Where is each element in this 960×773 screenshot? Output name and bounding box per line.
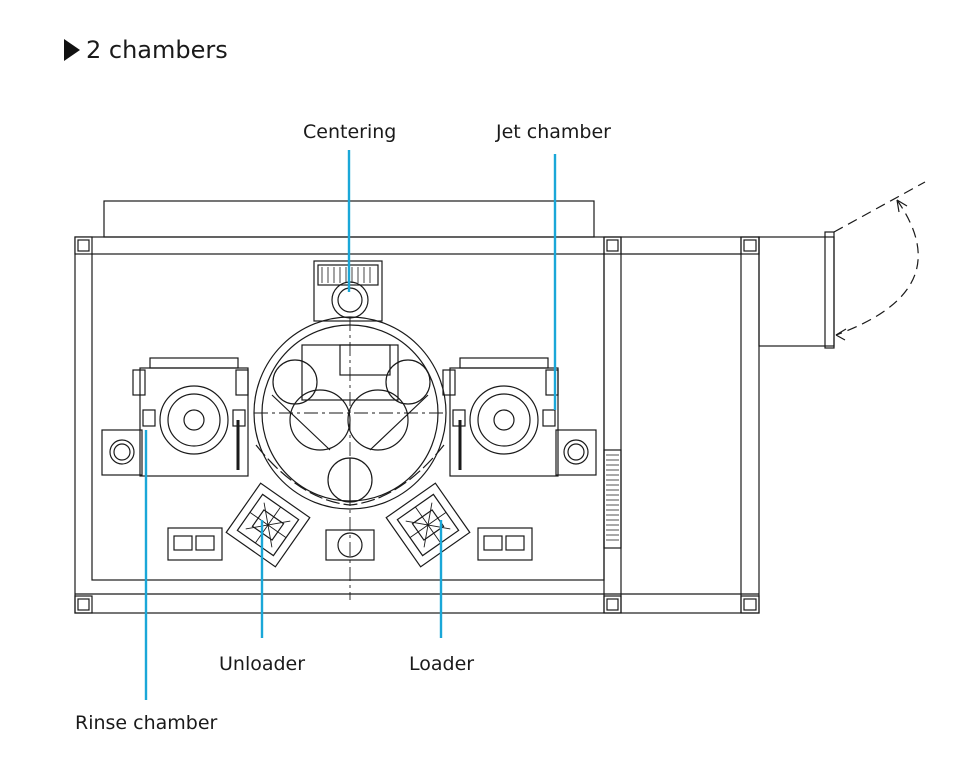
- triangle-right-icon: [64, 39, 80, 61]
- rinse-chamber-unit: [101, 357, 249, 477]
- door-swing: [758, 181, 926, 349]
- unloader-unit: [225, 482, 311, 568]
- center-port: [325, 529, 375, 561]
- vent-grille: [603, 449, 622, 549]
- label-unloader: Unloader: [219, 653, 306, 675]
- heading-text: 2 chambers: [86, 36, 228, 64]
- index-table: [253, 316, 447, 600]
- label-rinse-chamber: Rinse chamber: [75, 712, 218, 734]
- label-loader: Loader: [409, 653, 475, 675]
- cassette-right: [477, 527, 533, 561]
- diagram-heading: 2 chambers: [64, 36, 228, 64]
- label-centering: Centering: [303, 121, 397, 143]
- jet-chamber-unit: [442, 357, 597, 477]
- main-frame: [74, 236, 760, 614]
- cassette-left: [167, 527, 223, 561]
- label-jet-chamber: Jet chamber: [496, 121, 611, 143]
